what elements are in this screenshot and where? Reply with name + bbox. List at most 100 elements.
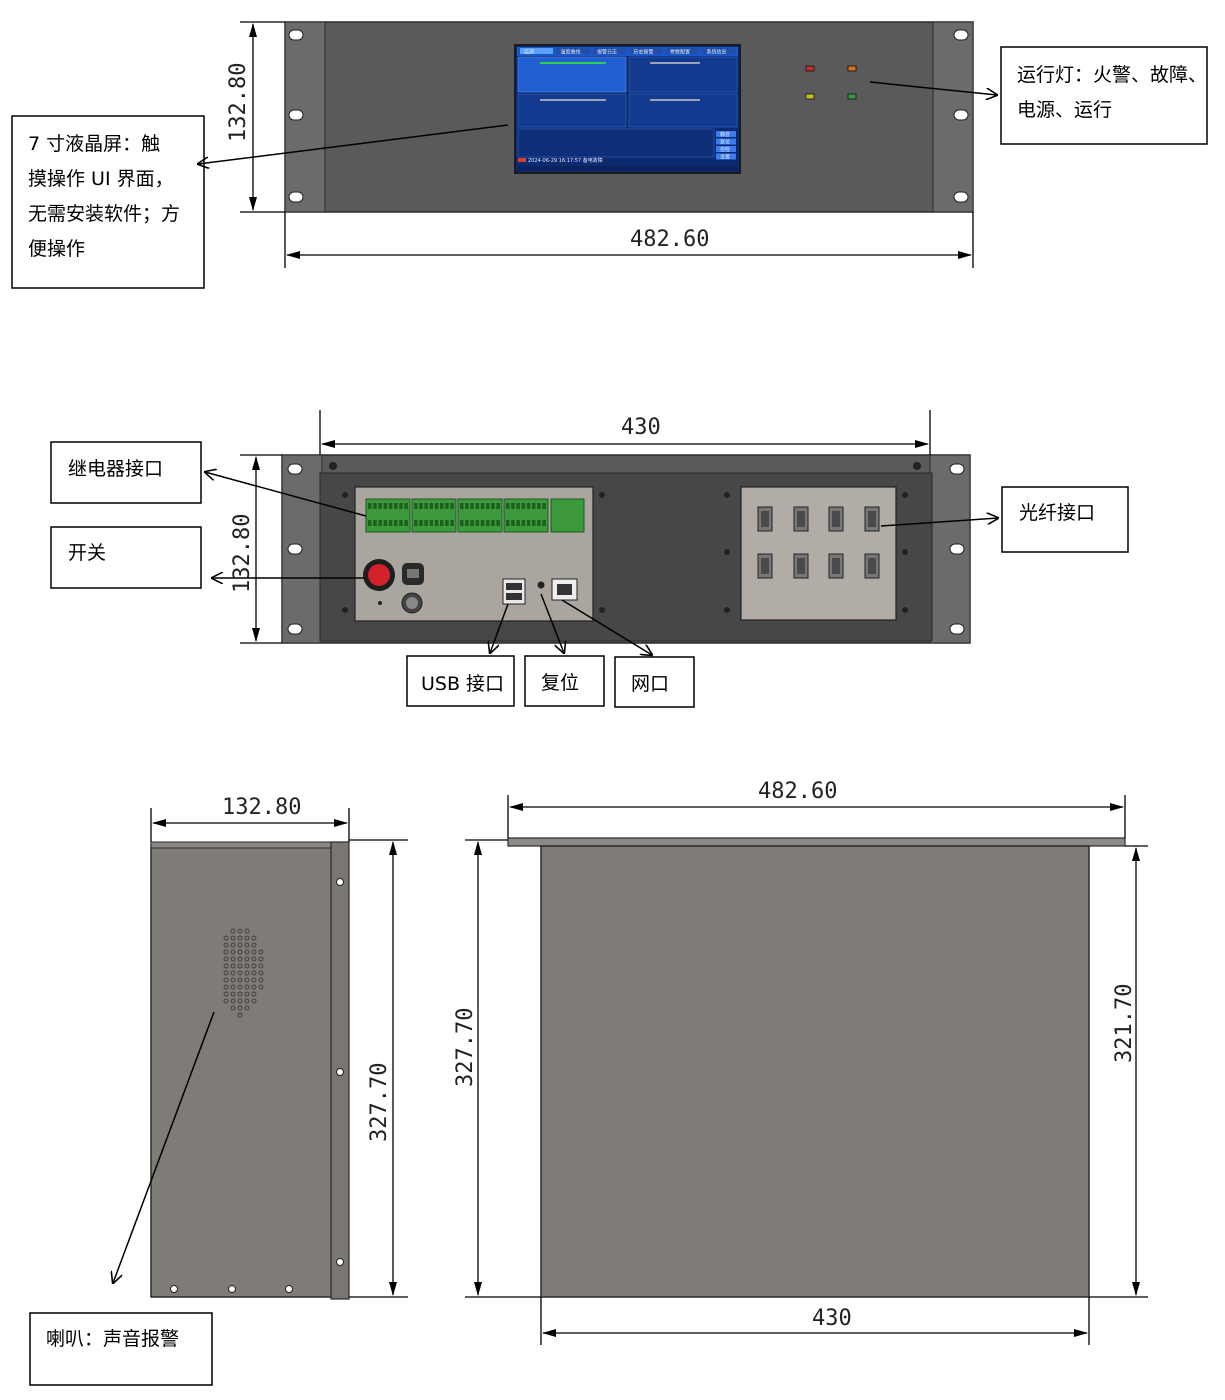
- aviation-connector: [401, 592, 423, 614]
- reset-button[interactable]: [537, 581, 545, 589]
- speaker-hole: [258, 963, 264, 969]
- indicator-light: [847, 93, 857, 100]
- terminal-slot: [388, 503, 393, 509]
- terminal-slot: [526, 520, 531, 526]
- speaker-hole: [230, 942, 236, 948]
- speaker-hole: [230, 963, 236, 969]
- terminal-slot: [404, 520, 408, 526]
- terminal-slot: [491, 520, 495, 526]
- relay-callout: 继电器接口: [50, 441, 367, 517]
- speaker-hole: [244, 928, 250, 934]
- speaker-callout-label: 喇叭：声音报警: [46, 1328, 179, 1350]
- side-view: [150, 841, 350, 1300]
- lights-callout-line: 运行灯：火警、故障、: [1017, 64, 1207, 86]
- speaker-hole: [251, 956, 257, 962]
- speaker-hole: [244, 956, 250, 962]
- lcd-callout-line: 无需安装软件；方: [28, 203, 180, 225]
- terminal-slot: [496, 520, 500, 526]
- terminal-slot: [496, 503, 500, 509]
- terminal-slot: [486, 520, 490, 526]
- screen-tab[interactable]: [629, 48, 663, 54]
- speaker-hole: [244, 984, 250, 990]
- terminal-slot: [388, 520, 393, 526]
- speaker-hole: [223, 956, 229, 962]
- rear-view: [281, 454, 971, 644]
- terminal-slot: [429, 503, 434, 509]
- top-width-label: 482.60: [758, 779, 837, 804]
- top-width-dimension: [507, 795, 1126, 838]
- speaker-hole: [230, 928, 236, 934]
- screen-button-label: 设置: [720, 154, 730, 161]
- screen-button[interactable]: [716, 131, 736, 137]
- screen-tab[interactable]: [520, 48, 553, 54]
- terminal-slot: [537, 503, 541, 509]
- speaker-hole: [230, 935, 236, 941]
- terminal-slot: [368, 503, 372, 509]
- screen-button[interactable]: [716, 146, 736, 152]
- fiber-port-core: [832, 511, 840, 527]
- speaker-hole: [237, 935, 243, 941]
- speaker-hole: [244, 1005, 250, 1011]
- screen-tab[interactable]: [556, 48, 590, 54]
- speaker-hole: [230, 991, 236, 997]
- power-inlet: [402, 563, 424, 585]
- screen-tab[interactable]: [702, 48, 736, 54]
- terminal-slot: [399, 520, 403, 526]
- usb-callout-label: USB 接口: [421, 673, 504, 695]
- lights-callout-line: 电源、运行: [1017, 99, 1112, 121]
- fiber-port-core: [797, 511, 805, 527]
- screen-button[interactable]: [716, 138, 736, 145]
- ethernet-port[interactable]: [551, 578, 578, 601]
- terminal-slot: [532, 503, 536, 509]
- speaker-hole: [223, 998, 229, 1004]
- screen-button[interactable]: [716, 153, 736, 160]
- lcd-screen[interactable]: 监测温度曲线报警日志历史报警参数配置系统信息 静音复位自检设置 2024-06-…: [514, 44, 741, 174]
- speaker-hole: [237, 1005, 243, 1011]
- speaker-hole: [237, 942, 243, 948]
- relay-callout-label: 继电器接口: [68, 458, 163, 480]
- top-right-height-label: 321.70: [1112, 984, 1137, 1063]
- terminal-slot: [373, 520, 377, 526]
- terminal-slot: [434, 503, 439, 509]
- relay-terminal-block: [550, 498, 585, 533]
- speaker-hole: [223, 935, 229, 941]
- switch-callout: 开关: [50, 526, 365, 589]
- fiber-port-core: [761, 511, 769, 527]
- speaker-hole: [237, 998, 243, 1004]
- top-view: [507, 837, 1126, 1298]
- terminal-slot: [526, 503, 531, 509]
- terminal-slot: [450, 520, 454, 526]
- screen-tab-label: 温度曲线: [561, 49, 581, 56]
- speaker-hole: [237, 963, 243, 969]
- rear-height-label: 132.80: [230, 514, 255, 593]
- network-callout-label: 网口: [631, 673, 669, 695]
- speaker-hole: [251, 942, 257, 948]
- terminal-slot: [542, 503, 546, 509]
- speaker-hole: [244, 935, 250, 941]
- speaker-hole: [230, 998, 236, 1004]
- speaker-hole: [244, 977, 250, 983]
- top-right-height-dimension: [1089, 845, 1148, 1298]
- terminal-slot: [383, 520, 388, 526]
- usb-ports[interactable]: [502, 578, 526, 605]
- power-switch[interactable]: [363, 559, 395, 591]
- terminal-slot: [470, 503, 474, 509]
- speaker-hole: [258, 949, 264, 955]
- speaker-hole: [237, 970, 243, 976]
- terminal-slot: [521, 520, 526, 526]
- speaker-hole: [237, 949, 243, 955]
- speaker-hole: [223, 977, 229, 983]
- terminal-slot: [511, 520, 515, 526]
- side-height-dimension: [349, 839, 408, 1298]
- speaker-hole: [251, 963, 257, 969]
- terminal-slot: [414, 520, 418, 526]
- terminal-slot: [460, 520, 464, 526]
- indicator-light: [805, 65, 815, 72]
- screen-tab[interactable]: [666, 48, 699, 54]
- lcd-callout-line: 便操作: [28, 238, 85, 260]
- reset-callout: 复位: [524, 593, 605, 707]
- relay-terminal-block: [411, 498, 457, 533]
- terminal-slot: [532, 520, 536, 526]
- screen-tab[interactable]: [593, 48, 626, 54]
- terminal-slot: [465, 520, 469, 526]
